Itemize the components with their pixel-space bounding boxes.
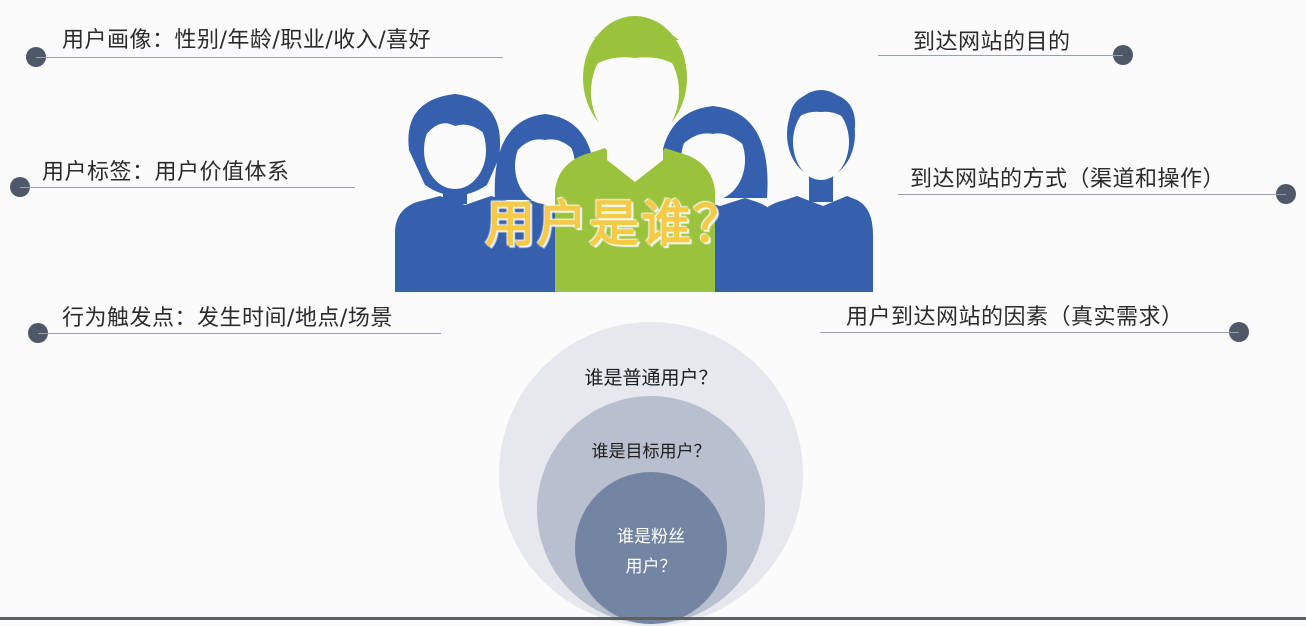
target-users-label: 谁是目标用户？	[591, 442, 711, 462]
regular-users-label: 谁是普通用户？	[584, 367, 718, 389]
left-item-behavior-trigger: 行为触发点：发生时间/地点/场景	[62, 306, 393, 331]
underline-left-1	[36, 57, 503, 58]
right-item-visit-channel: 到达网站的方式（渠道和操作）	[910, 167, 1226, 192]
person-3-icon	[555, 16, 715, 292]
fan-users-label-line2: 用户？	[625, 557, 677, 577]
underline-left-3	[38, 333, 441, 334]
underline-right-3	[820, 332, 1239, 333]
right-item-visit-purpose: 到达网站的目的	[913, 30, 1071, 55]
bullet-dot-right-2	[1276, 184, 1296, 204]
users-group-illustration	[395, 16, 873, 292]
person-5-icon	[753, 90, 873, 292]
left-item-user-profile: 用户画像：性别/年龄/职业/收入/喜好	[62, 28, 432, 53]
fan-users-label-line1: 谁是粉丝	[617, 527, 685, 547]
bullet-dot-right-3	[1229, 322, 1249, 342]
circle-fan-users	[575, 472, 727, 624]
underline-left-2	[20, 187, 355, 188]
underline-right-1	[878, 55, 1123, 56]
bullet-dot-right-1	[1113, 45, 1133, 65]
right-item-visit-factors: 用户到达网站的因素（真实需求）	[846, 305, 1184, 330]
headline-who-are-users: 用户是谁？	[485, 195, 745, 253]
left-item-user-tags: 用户标签：用户价值体系	[42, 160, 290, 185]
bottom-border	[0, 617, 1306, 620]
underline-right-2	[898, 194, 1286, 195]
